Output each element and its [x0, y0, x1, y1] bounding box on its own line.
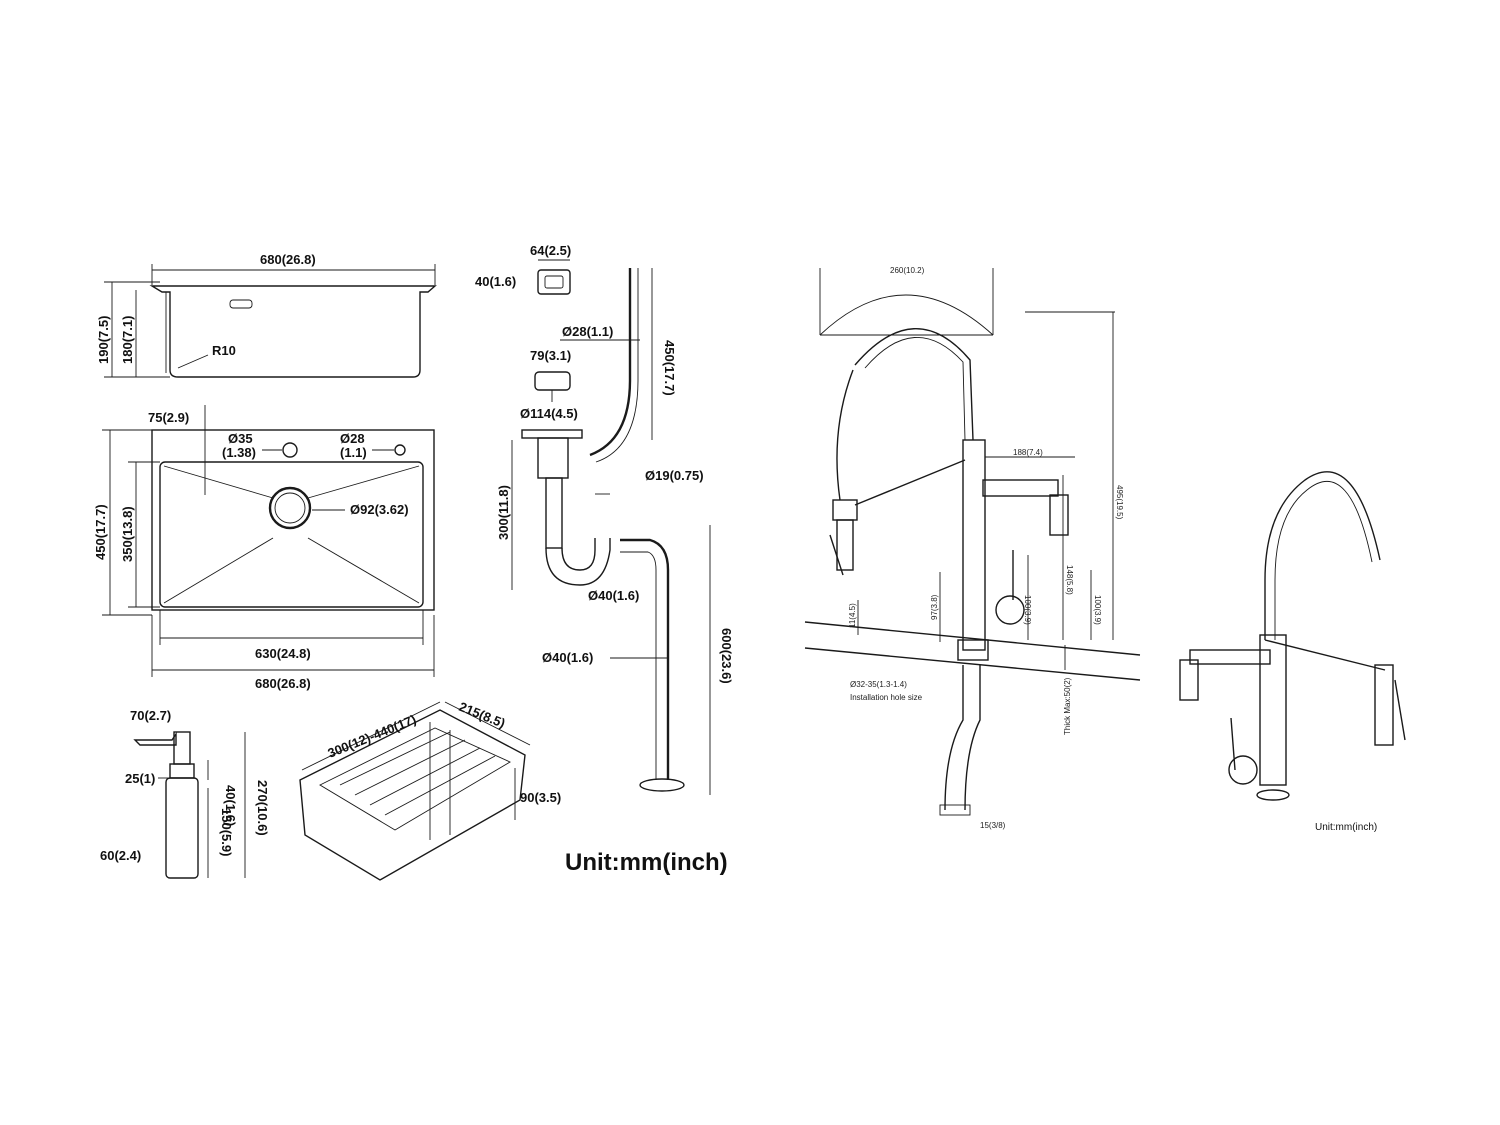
- faucet-drawing-svg: 260(10.2) 188(7.4) Thick Max:50(2): [804, 266, 1406, 833]
- outlet-height: 100(3.9): [1093, 595, 1102, 625]
- dispenser-bottle: 150(5.9): [219, 808, 234, 856]
- hose-fitting: 15(3/8): [980, 821, 1006, 830]
- hole-offset-label: 75(2.9): [148, 410, 189, 425]
- sink-drawing-svg: 680(26.8) 190(7.5) 180(7.1) R10: [93, 243, 734, 881]
- handle-height: 97(3.8): [930, 594, 939, 620]
- basket-height: 90(3.5): [520, 790, 561, 805]
- drain-dia-label: Ø92(3.62): [350, 502, 409, 517]
- hole2-dia-label: Ø28: [340, 431, 365, 446]
- sink-side-view: 680(26.8) 190(7.5) 180(7.1) R10: [96, 252, 437, 378]
- dispenser-total: 270(10.6): [255, 780, 270, 836]
- strainer-cap: 79(3.1): [530, 348, 571, 363]
- deck-thickness: Thick Max:50(2): [1063, 677, 1072, 735]
- dispenser-body: 60(2.4): [100, 848, 141, 863]
- faucet-drawing-panel: 260(10.2) 188(7.4) Thick Max:50(2): [795, 250, 1410, 860]
- overflow-height: 40(1.6): [475, 274, 516, 289]
- side-radius-label: R10: [212, 343, 236, 358]
- drain-basket: 300(12)-440(17) 215(8.5) 90(3.5): [299, 699, 561, 881]
- strainer-dia: Ø114(4.5): [520, 406, 578, 421]
- total-height: 495(19.5): [1115, 485, 1124, 520]
- faucet-perspective: [1179, 471, 1406, 801]
- spray-head: [832, 499, 858, 521]
- top-inner-width: 630(24.8): [255, 646, 311, 661]
- base-height: 11(4.5): [848, 603, 857, 628]
- spout-reach: 188(7.4): [1013, 448, 1043, 457]
- soap-dispenser: 70(2.7) 25(1) 60(2.4) 40(1.6) 150(5.9) 2…: [100, 708, 270, 879]
- pull-hose: [836, 369, 854, 501]
- basket-length: 300(12)-440(17): [326, 712, 419, 761]
- sink-drawing-panel: 680(26.8) 190(7.5) 180(7.1) R10: [90, 240, 750, 890]
- side-height-inner: 180(7.1): [120, 316, 135, 364]
- sink-unit-label: Unit:mm(inch): [565, 849, 728, 876]
- side-width-label: 680(26.8): [260, 252, 316, 267]
- spring-coil: [854, 328, 974, 441]
- side-height-outer: 190(7.5): [96, 316, 111, 364]
- lever-height: 100(3.9): [1023, 595, 1032, 625]
- side-inlet-dia: Ø19(0.75): [645, 468, 704, 483]
- hole1-dia-label: Ø35: [228, 431, 253, 446]
- overflow-width: 64(2.5): [530, 243, 571, 258]
- trap-dia: Ø40(1.6): [588, 588, 639, 603]
- top-outer-width: 680(26.8): [255, 676, 311, 691]
- hose-dia: Ø28(1.1): [562, 324, 613, 339]
- drain-kit: 64(2.5) 40(1.6) Ø28(1.1) 450(17.7) 79(3.…: [475, 243, 734, 795]
- dispenser-nozzle: 70(2.7): [130, 708, 171, 723]
- dispenser-top: 40(1.6): [223, 785, 238, 826]
- dispenser-neck: 25(1): [125, 771, 155, 786]
- faucet-body: [962, 439, 986, 651]
- hole2-inch-label: (1.1): [340, 445, 367, 460]
- hole1-inch-label: (1.38): [222, 445, 256, 460]
- sink-top-view: 75(2.9) Ø35 (1.38) Ø28 (1.1) Ø92(3.62) 4…: [93, 405, 435, 691]
- hose2-length: 600(23.6): [719, 628, 734, 684]
- hole-size: Ø32-35(1.3-1.4): [850, 680, 907, 689]
- spout-height: 148(5.8): [1065, 565, 1074, 595]
- hose-length: 450(17.7): [662, 340, 677, 396]
- faucet-spread: 260(10.2): [890, 266, 925, 275]
- hole-label: Installation hole size: [850, 693, 923, 702]
- basket-width: 215(8.5): [457, 699, 508, 731]
- faucet-base: [957, 639, 989, 661]
- hose2-dia: Ø40(1.6): [542, 650, 593, 665]
- top-inner-depth: 350(13.8): [120, 506, 135, 562]
- drop-height: 300(11.8): [496, 485, 511, 540]
- top-outer-depth: 450(17.7): [93, 504, 108, 560]
- faucet-unit-label: Unit:mm(inch): [1315, 822, 1377, 833]
